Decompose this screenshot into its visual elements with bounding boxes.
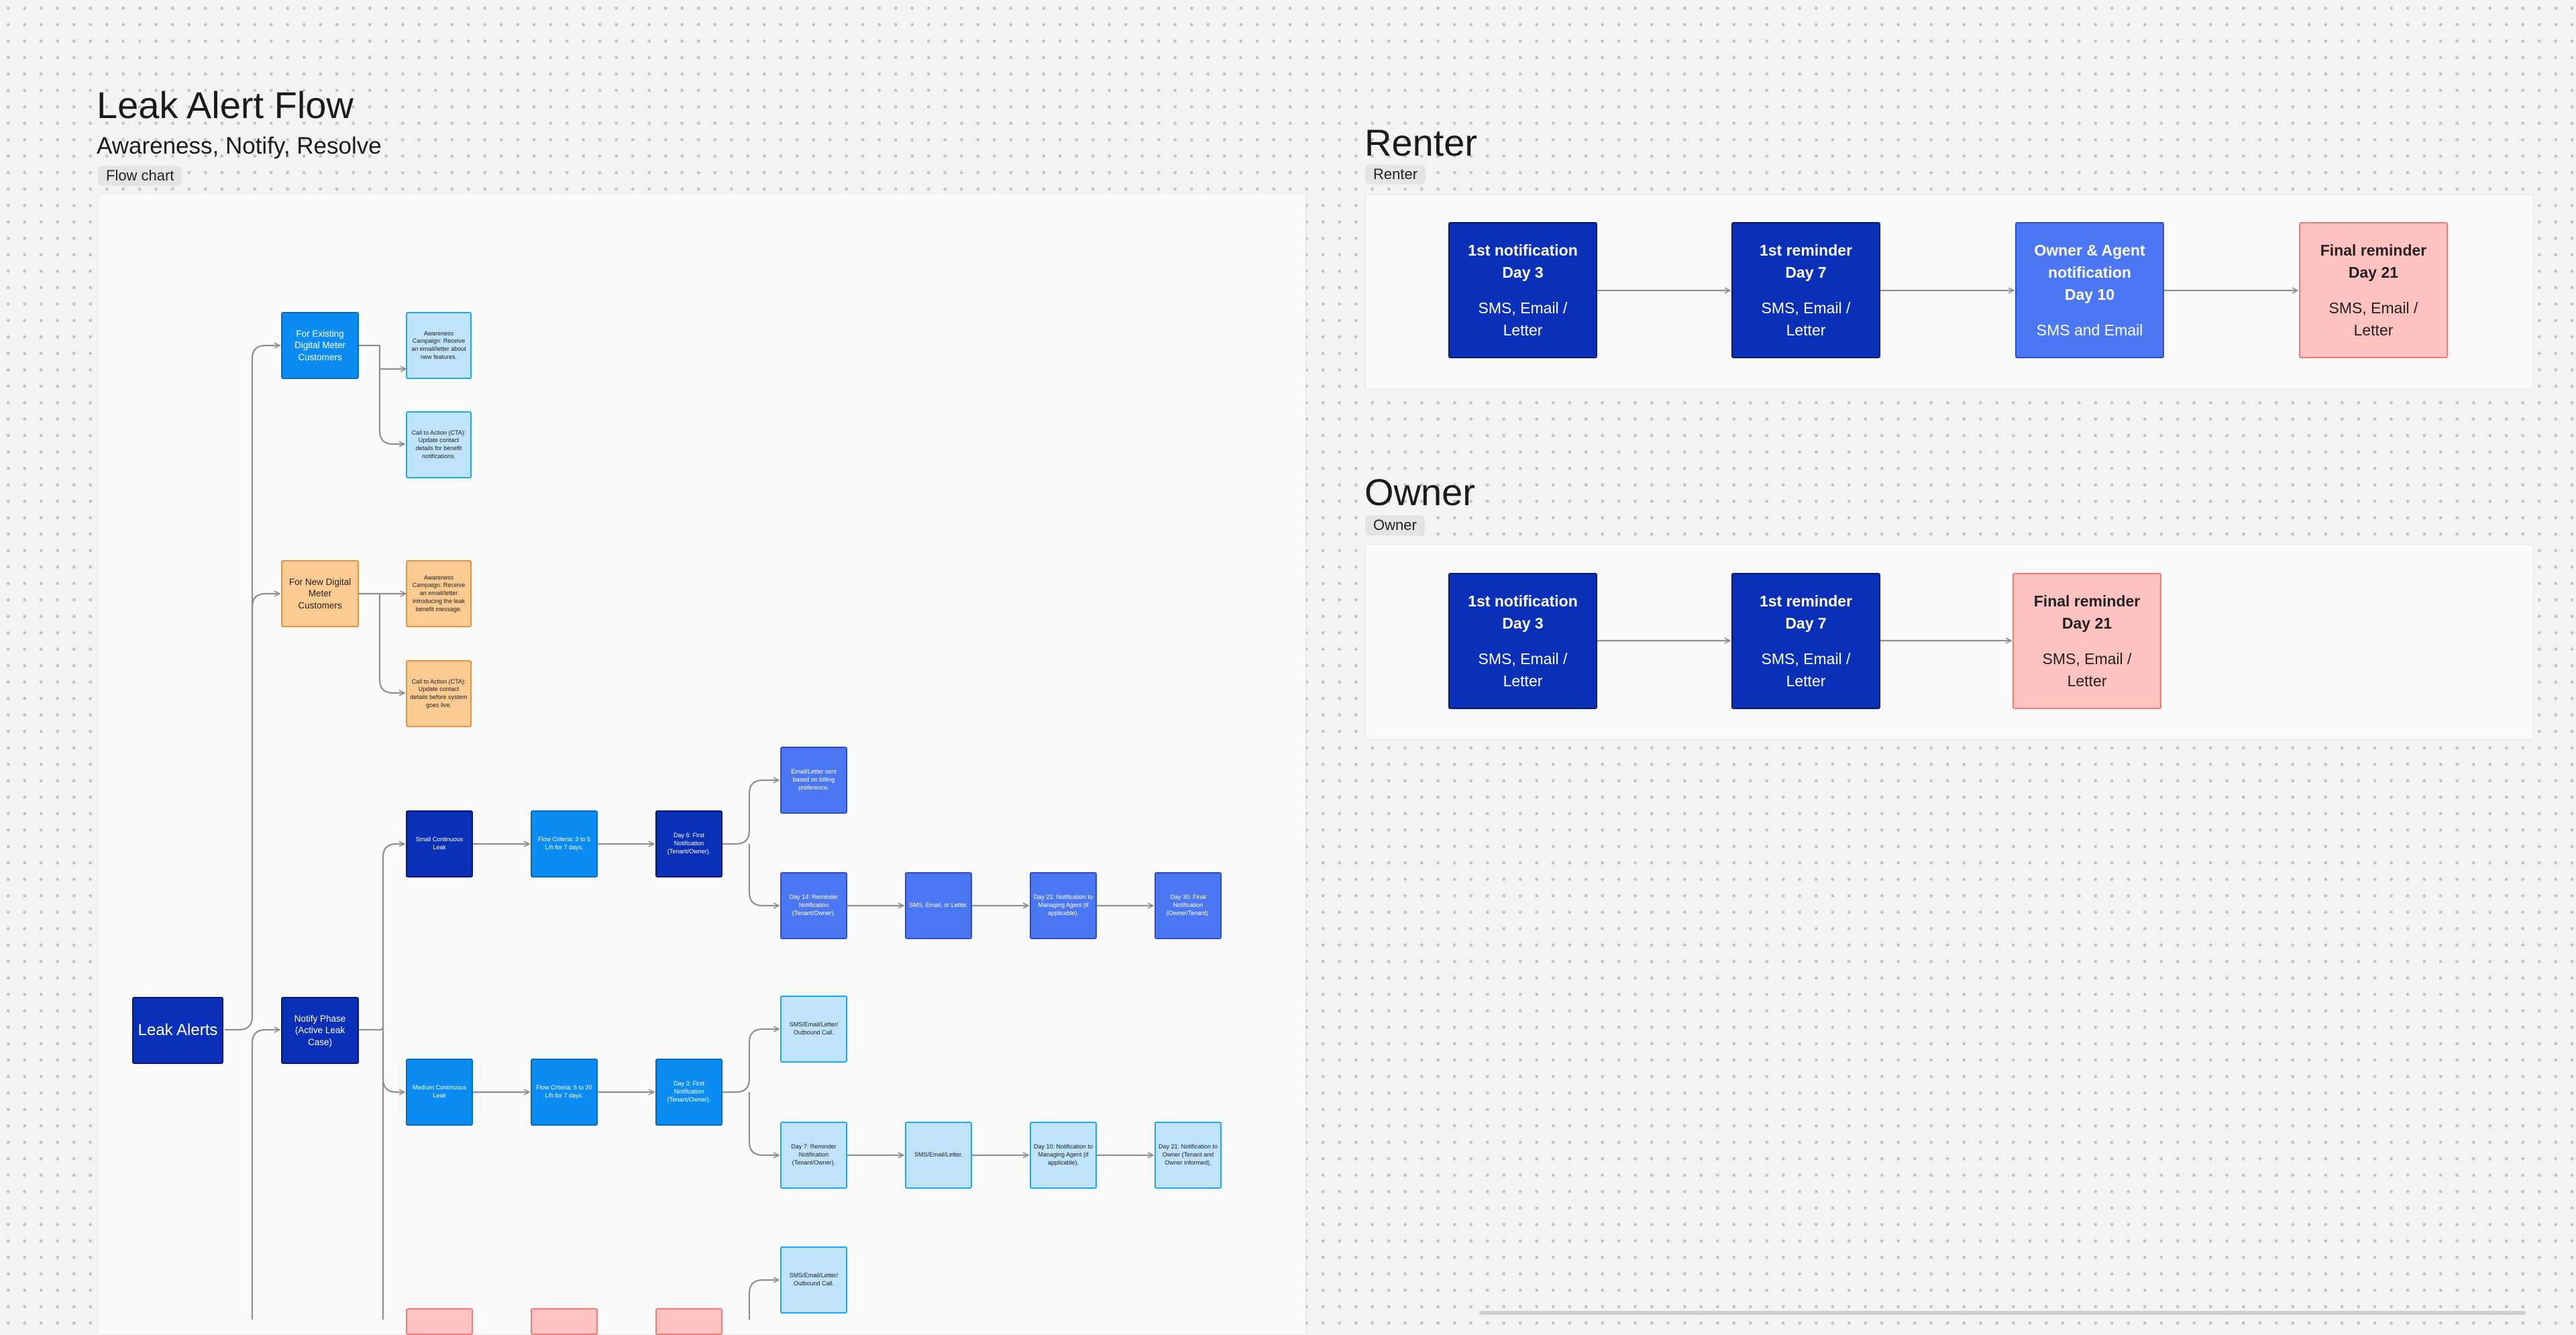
small-day30-node[interactable]: Day 30: Final Notification (Owner/Tenant… xyxy=(1155,872,1222,939)
owner-card-first-notification[interactable]: 1st notification Day 3 SMS, Email / Lett… xyxy=(1448,573,1597,709)
card-heading: 1st notification Day 3 xyxy=(1468,241,1578,281)
page-title: Leak Alert Flow xyxy=(97,84,354,126)
medium-sms-node[interactable]: SMS/Email/Letter. xyxy=(905,1122,972,1189)
renter-card-owner-agent[interactable]: Owner & Agent notification Day 10 SMS an… xyxy=(2015,222,2164,358)
new-customers-node[interactable]: For New Digital Meter Customers xyxy=(281,560,359,627)
medium-day10-node[interactable]: Day 10: Notification to Managing Agent (… xyxy=(1030,1122,1097,1189)
card-heading: Final reminder Day 21 xyxy=(2033,592,2141,632)
medium-day3-node[interactable]: Day 3: First Notification (Tenant/Owner)… xyxy=(655,1059,722,1126)
small-day21-node[interactable]: Day 21: Notification to Managing Agent (… xyxy=(1030,872,1097,939)
renter-title: Renter xyxy=(1364,121,1478,164)
new-cta-node[interactable]: Call to Action (CTA): Update contact det… xyxy=(406,660,472,727)
medium-day21-node[interactable]: Day 21: Notification to Owner (Tenant an… xyxy=(1155,1122,1222,1189)
card-heading: Owner & Agent notification Day 10 xyxy=(2034,241,2145,303)
medium-leak-node[interactable]: Medium Continuous Leak xyxy=(406,1059,473,1126)
owner-card-final-reminder[interactable]: Final reminder Day 21 SMS, Email / Lette… xyxy=(2012,573,2161,709)
card-body: SMS and Email xyxy=(2036,321,2143,339)
existing-awareness-node[interactable]: Awareness Campaign: Receive an email/let… xyxy=(406,312,472,379)
small-leak-node[interactable]: Small Continuous Leak xyxy=(406,810,473,877)
card-heading: Final reminder Day 21 xyxy=(2320,241,2427,281)
card-heading: 1st reminder Day 7 xyxy=(1759,592,1853,632)
card-body: SMS, Email / Letter xyxy=(1761,299,1851,339)
small-flow-criteria-node[interactable]: Flow Criteria: 3 to 5 L/h for 7 days. xyxy=(531,810,598,877)
card-body: SMS, Email / Letter xyxy=(1761,649,1851,690)
medium-flow-criteria-node[interactable]: Flow Criteria: 5 to 20 L/h for 7 days. xyxy=(531,1059,598,1126)
leak-alerts-node[interactable]: Leak Alerts xyxy=(132,997,223,1064)
renter-card-first-reminder[interactable]: 1st reminder Day 7 SMS, Email / Letter xyxy=(1731,222,1880,358)
medium-sms-call-node[interactable]: SMS/Email/Letter/ Outbound Call. xyxy=(780,996,847,1063)
small-sms-node[interactable]: SMS, Email, or Letter. xyxy=(905,872,972,939)
renter-card-final-reminder[interactable]: Final reminder Day 21 SMS, Email / Lette… xyxy=(2299,222,2448,358)
card-heading: 1st notification Day 3 xyxy=(1468,592,1578,632)
card-heading: 1st reminder Day 7 xyxy=(1759,241,1853,281)
page-subtitle: Awareness, Notify, Resolve xyxy=(97,133,382,159)
medium-day7-node[interactable]: Day 7: Reminder Notification (Tenant/Own… xyxy=(780,1122,847,1189)
new-awareness-node[interactable]: Awareness Campaign: Receive an email/let… xyxy=(406,560,472,627)
card-body: SMS, Email / Letter xyxy=(1478,649,1568,690)
flow-chart-panel xyxy=(97,193,1306,1335)
horizontal-scrollbar[interactable] xyxy=(1479,1311,2526,1315)
owner-card-first-reminder[interactable]: 1st reminder Day 7 SMS, Email / Letter xyxy=(1731,573,1880,709)
small-day6-node[interactable]: Day 6: First Notification (Tenant/Owner)… xyxy=(655,810,722,877)
notify-phase-node[interactable]: Notify Phase (Active Leak Case) xyxy=(281,997,359,1064)
large-sms-call-node[interactable]: SMS/Email/Letter/ Outbound Call. xyxy=(780,1246,847,1314)
small-email-letter-node[interactable]: Email/Letter sent based on billing prefe… xyxy=(780,747,847,814)
owner-tag[interactable]: Owner xyxy=(1365,515,1425,535)
renter-card-first-notification[interactable]: 1st notification Day 3 SMS, Email / Lett… xyxy=(1448,222,1597,358)
existing-cta-node[interactable]: Call to Action (CTA): Update contact det… xyxy=(406,411,472,478)
renter-tag[interactable]: Renter xyxy=(1365,164,1426,184)
flow-chart-tag[interactable]: Flow chart xyxy=(98,166,182,186)
card-body: SMS, Email / Letter xyxy=(1478,299,1568,339)
small-day14-node[interactable]: Day 14: Reminder Notification (Tenant/Ow… xyxy=(780,872,847,939)
existing-customers-node[interactable]: For Existing Digital Meter Customers xyxy=(281,312,359,379)
card-body: SMS, Email / Letter xyxy=(2328,299,2418,339)
owner-title: Owner xyxy=(1364,471,1475,513)
card-body: SMS, Email / Letter xyxy=(2042,649,2132,690)
